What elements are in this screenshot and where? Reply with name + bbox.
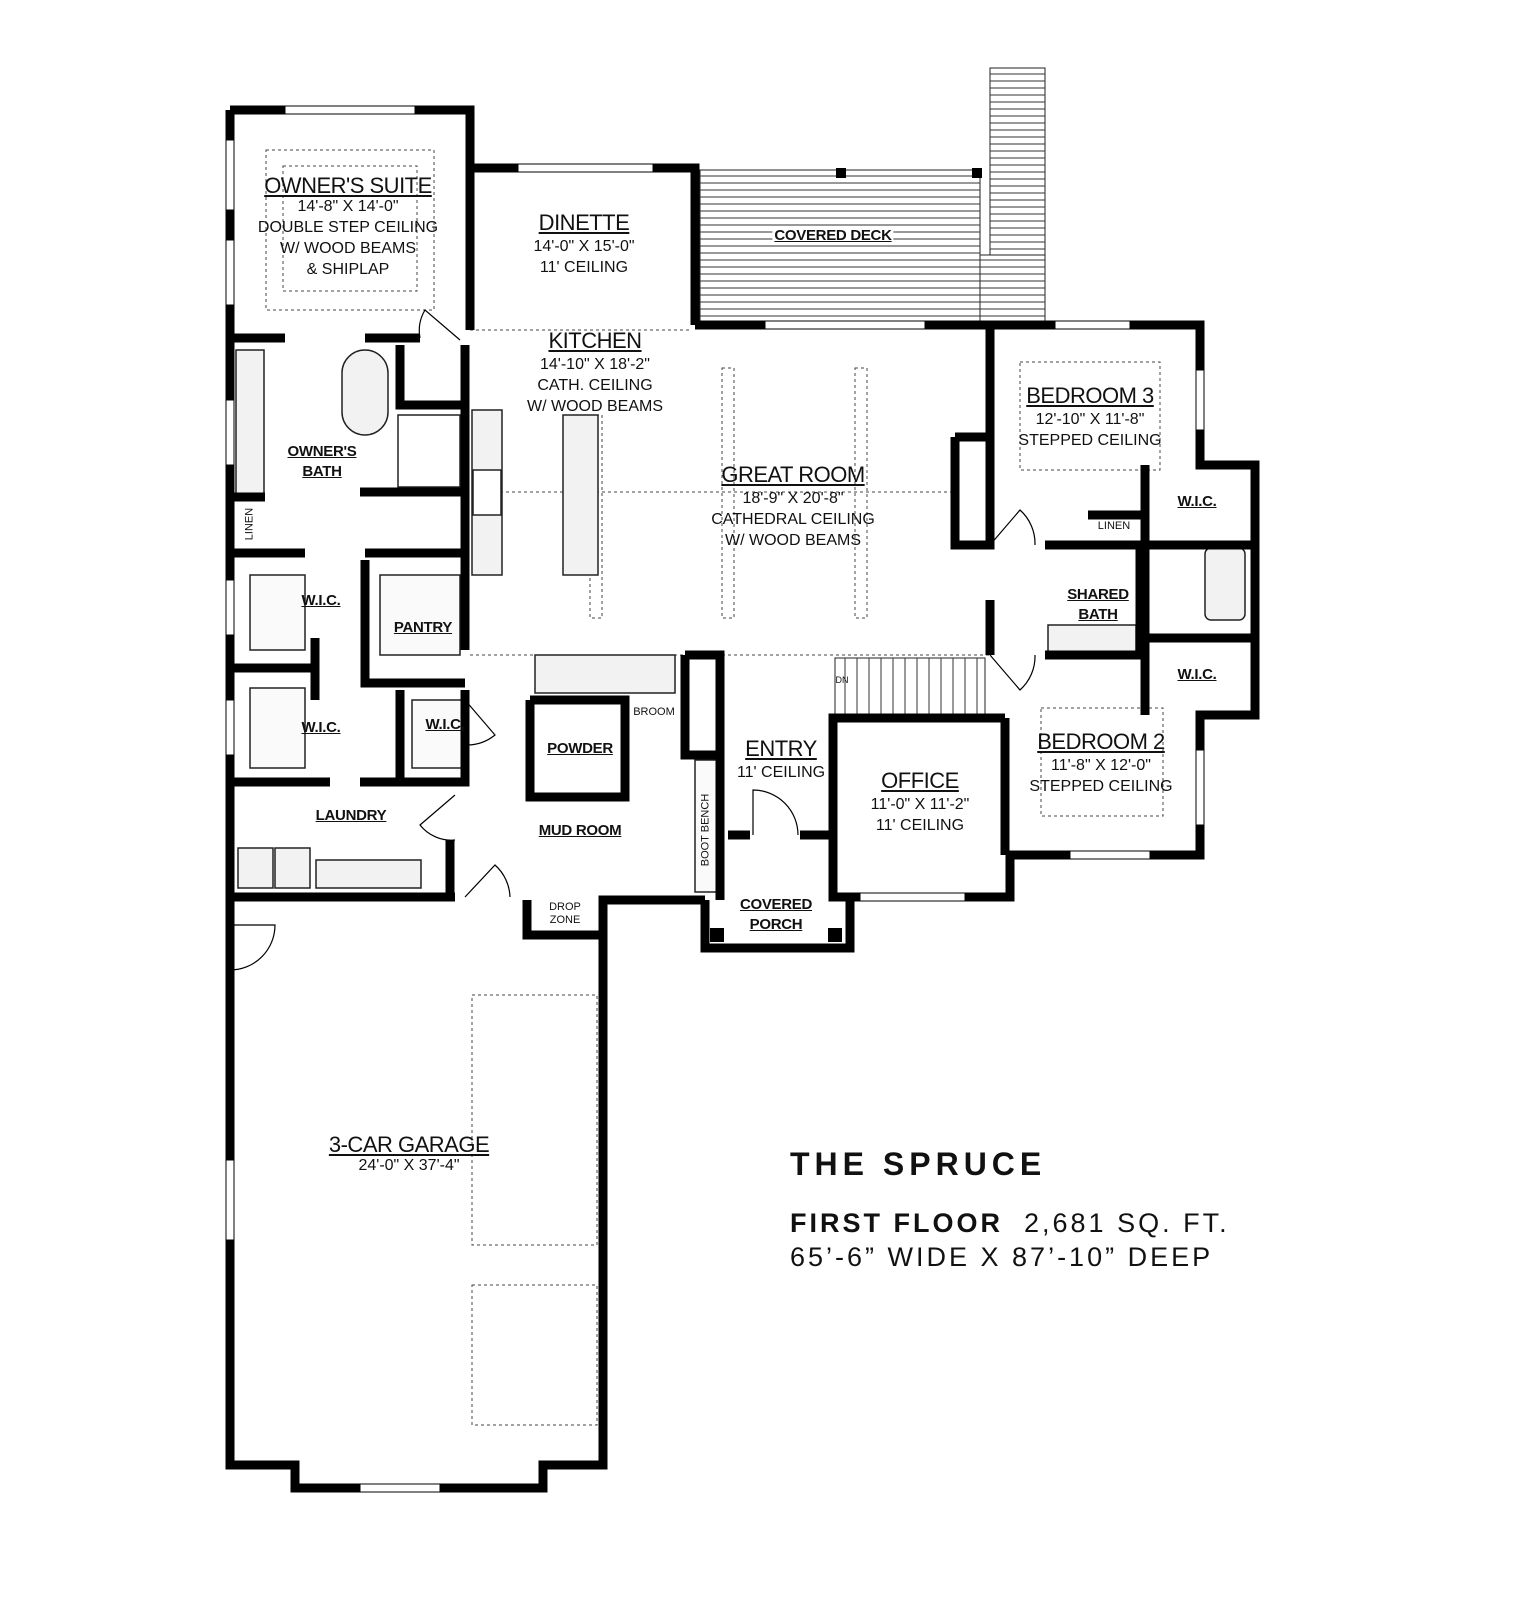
- label-line: SHARED: [1067, 586, 1129, 603]
- walls: [225, 105, 1260, 1493]
- room-note: W/ WOOD BEAMS: [279, 240, 416, 257]
- room-size: 14'-10" X 18'-2": [540, 356, 650, 373]
- label-line: COVERED: [739, 896, 813, 913]
- boot-bench-label: BOOT BENCH: [699, 793, 712, 867]
- wic-label: W.I.C.: [1177, 493, 1217, 510]
- room-size: 14'-0" X 15'-0": [533, 238, 635, 255]
- laundry-label: LAUNDRY: [315, 807, 387, 824]
- owners-bath-label: OWNER'S BATH: [288, 442, 357, 482]
- room-name: ENTRY: [745, 736, 817, 761]
- room-note: 11' CEILING: [539, 259, 629, 276]
- room-name: OWNER'S SUITE: [264, 173, 432, 198]
- room-size: 18'-9" X 20'-8": [742, 490, 844, 507]
- room-name: OFFICE: [881, 768, 959, 793]
- room-size: 11'-0" X 11'-2": [870, 796, 970, 813]
- wic-label: W.I.C.: [301, 592, 341, 609]
- porch-columns: [710, 168, 982, 942]
- shared-bath-label: SHARED BATH: [1067, 585, 1129, 625]
- stair-down-label: DN: [835, 675, 849, 685]
- room-note: STEPPED CEILING: [1018, 432, 1162, 449]
- room-note: CATHEDRAL CEILING: [711, 511, 875, 528]
- label-line: PORCH: [749, 916, 803, 933]
- drop-zone-label: DROP ZONE: [549, 901, 581, 927]
- room-name: GREAT ROOM: [721, 462, 865, 487]
- office-label: OFFICE 11'-0" X 11'-2" 11' CEILING: [871, 770, 970, 834]
- broom-label: BROOM: [633, 706, 675, 718]
- pantry-label: PANTRY: [393, 619, 453, 636]
- windows: [225, 105, 1205, 1493]
- room-name: DINETTE: [538, 210, 630, 235]
- room-note: 11' CEILING: [875, 817, 965, 834]
- room-name: 3-CAR GARAGE: [328, 1132, 490, 1157]
- dinette-label: DINETTE 14'-0" X 15'-0" 11' CEILING: [533, 212, 634, 276]
- entry-label: ENTRY 11' CEILING: [737, 738, 825, 781]
- room-size: 24'-0" X 37'-4": [358, 1157, 460, 1174]
- room-note: W/ WOOD BEAMS: [725, 532, 861, 549]
- room-note: 11' CEILING: [736, 764, 826, 781]
- owners-suite-label: OWNER'S SUITE 14'-8" X 14'-0" DOUBLE STE…: [258, 175, 438, 278]
- room-note: STEPPED CEILING: [1029, 778, 1173, 795]
- floor-area: 2,681 SQ. FT.: [1024, 1208, 1230, 1238]
- linen-label: LINEN: [1097, 520, 1131, 532]
- room-size: 12'-10" X 11'-8": [1035, 411, 1145, 428]
- room-name: BEDROOM 2: [1037, 729, 1165, 754]
- bedroom3-label: BEDROOM 3 12'-10" X 11'-8" STEPPED CEILI…: [1018, 385, 1161, 449]
- room-note: CATH. CEILING: [537, 377, 653, 394]
- room-note: & SHIPLAP: [306, 261, 390, 278]
- kitchen-label: KITCHEN 14'-10" X 18'-2" CATH. CEILING W…: [527, 330, 663, 415]
- room-size: 14'-8" X 14'-0": [297, 198, 399, 215]
- room-name: BEDROOM 3: [1026, 383, 1154, 408]
- home-dimensions: 65’-6” WIDE X 87’-10” DEEP: [790, 1242, 1214, 1272]
- label-line: DROP: [549, 901, 581, 913]
- room-name: KITCHEN: [548, 328, 642, 353]
- door-swings: [229, 309, 1036, 971]
- room-size: 11'-8" X 12'-0": [1051, 757, 1151, 774]
- label-line: BATH: [1078, 606, 1118, 623]
- room-note: W/ WOOD BEAMS: [527, 398, 663, 415]
- powder-label: POWDER: [547, 740, 613, 757]
- room-note: DOUBLE STEP CEILING: [257, 219, 439, 236]
- bedroom2-label: BEDROOM 2 11'-8" X 12'-0" STEPPED CEILIN…: [1029, 731, 1172, 795]
- label-line: OWNER'S: [287, 443, 357, 460]
- covered-deck-label: COVERED DECK: [772, 227, 894, 244]
- fixtures: [235, 349, 1246, 893]
- plan-name: THE SPRUCE: [790, 1146, 1047, 1182]
- great-room-label: GREAT ROOM 18'-9" X 20'-8" CATHEDRAL CEI…: [711, 464, 875, 549]
- mud-room-label: MUD ROOM: [538, 822, 622, 839]
- wic-label: W.I.C.: [425, 716, 465, 733]
- wic-label: W.I.C.: [301, 719, 341, 736]
- label-line: ZONE: [549, 914, 581, 926]
- label-line: BATH: [302, 463, 342, 480]
- covered-porch-label: COVERED PORCH: [740, 895, 812, 935]
- floor-area-line: FIRST FLOOR 2,681 SQ. FT.: [790, 1208, 1230, 1239]
- linen-label: LINEN: [243, 507, 256, 541]
- floor-label: FIRST FLOOR: [790, 1208, 1003, 1238]
- garage-label: 3-CAR GARAGE 24'-0" X 37'-4": [328, 1132, 490, 1174]
- wic-label: W.I.C.: [1177, 666, 1217, 683]
